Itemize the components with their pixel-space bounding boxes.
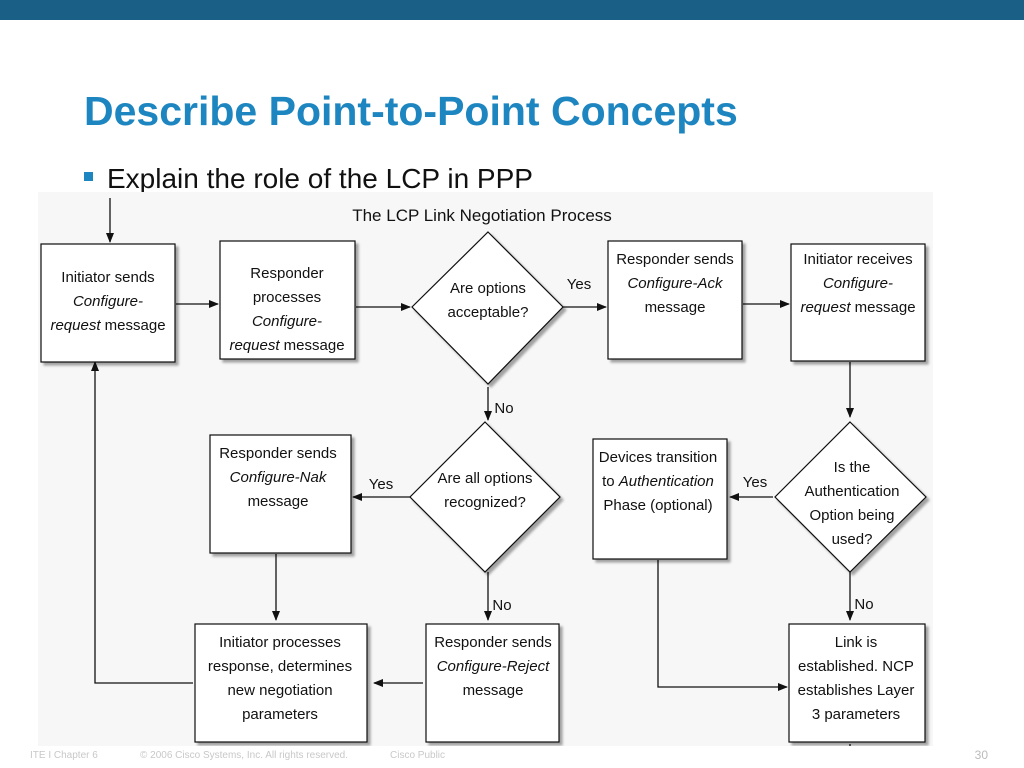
node-label-line: request message [800, 299, 915, 316]
node-label-line: Are all options [437, 470, 532, 487]
node-label-line: Responder sends [434, 634, 552, 651]
node-label: Link is established. NCP establishes Layer… [798, 634, 915, 723]
footer-public: Cisco Public [390, 750, 446, 761]
node-label-line: parameters [242, 706, 318, 723]
node-label-line: used? [832, 531, 873, 548]
decision-diamond [774, 421, 927, 573]
edge-label-yes-auth: Yes [743, 474, 767, 491]
diagram-title: The LCP Link Negotiation Process [352, 206, 612, 225]
node-label-line: response, determines [208, 658, 352, 675]
process-box [209, 434, 352, 554]
process-box [425, 623, 560, 743]
node-label: Devices transition to AuthenticationPhase… [599, 449, 717, 514]
edge-label-no-recognized: No [492, 597, 511, 614]
node-label-line: Responder sends [219, 445, 337, 462]
node-label-line: Is the [834, 459, 871, 476]
node-label-line: Initiator processes [219, 634, 341, 651]
node-label-line: Configure-Ack [627, 275, 724, 292]
flowchart-svg: The LCP Link Negotiation Process Initiat… [40, 198, 927, 746]
node-label-line: to Authentication [602, 473, 714, 490]
node-label-line: established. NCP [798, 658, 914, 675]
node-label-line: Configure-Nak [230, 469, 328, 486]
edge-label-no-auth: No [854, 596, 873, 613]
node-label-line: Configure- [823, 275, 893, 292]
page-number: 30 [974, 748, 988, 762]
connectors [91, 198, 854, 746]
process-box [40, 243, 176, 363]
bullet-point: Explain the role of the LCP in PPP [84, 163, 533, 193]
process-box [219, 240, 356, 360]
node-link-established: Link is established. NCP establishes Layer… [788, 623, 926, 743]
node-label-line: processes [253, 289, 321, 306]
node-label-line: message [463, 682, 524, 699]
node-label-line: Responder sends [616, 251, 734, 268]
node-label-line: Initiator receives [803, 251, 912, 268]
bullet-text: Explain the role of the LCP in PPP [107, 163, 533, 193]
node-label-line: Initiator sends [61, 269, 154, 286]
footer-chapter: ITE I Chapter 6 [30, 750, 98, 761]
slide-top-bar [0, 0, 1024, 20]
node-init-process-resp: Initiator processes response, determines n… [194, 623, 368, 743]
bullet-marker-icon [84, 172, 93, 181]
arrow-loop-back [91, 361, 193, 684]
process-box [607, 240, 743, 360]
process-box [194, 623, 368, 743]
node-label-line: Devices transition [599, 449, 717, 466]
slide-title: Describe Point-to-Point Concepts [84, 88, 738, 134]
edge-label-yes-acceptable: Yes [567, 276, 591, 293]
node-label-line: Authentication [804, 483, 899, 500]
node-label-line: recognized? [444, 494, 526, 511]
process-box [592, 438, 728, 560]
edge-label-no-acceptable: No [494, 400, 513, 417]
node-label-line: Configure- [73, 293, 143, 310]
decision-diamond [411, 231, 564, 385]
node-options-acceptable: Are options acceptable? [411, 231, 564, 385]
node-label-line: request message [229, 337, 344, 354]
process-box [790, 243, 926, 362]
lcp-flowchart-figure: The LCP Link Negotiation Process Initiat… [38, 192, 933, 746]
node-label-line: Configure- [252, 313, 322, 330]
node-devices-auth: Devices transition to AuthenticationPhase… [592, 438, 728, 560]
node-label-line: request message [50, 317, 165, 334]
footer-copyright: © 2006 Cisco Systems, Inc. All rights re… [140, 750, 349, 761]
node-label-line: Option being [809, 507, 894, 524]
arrow-devices-to-link [657, 560, 788, 691]
process-box [788, 623, 926, 743]
node-label: Are options acceptable? [448, 280, 529, 321]
edge-label-yes-recognized: Yes [369, 476, 393, 493]
node-label-line: 3 parameters [812, 706, 900, 723]
node-label-line: Link is [835, 634, 878, 651]
node-label: Are all options recognized? [437, 470, 532, 511]
decision-diamond [409, 421, 561, 573]
node-label: Initiator processes response, determines n… [208, 634, 352, 723]
node-label-line: message [248, 493, 309, 510]
node-label-line: establishes Layer [798, 682, 915, 699]
node-label-line: Are options [450, 280, 526, 297]
node-options-recognized: Are all options recognized? [409, 421, 561, 573]
node-label-line: message [645, 299, 706, 316]
node-label-line: Responder [250, 265, 323, 282]
node-label-line: acceptable? [448, 304, 529, 321]
node-label-line: new negotiation [227, 682, 332, 699]
node-label-line: Phase (optional) [603, 497, 712, 514]
node-label-line: Configure-Reject [437, 658, 550, 675]
